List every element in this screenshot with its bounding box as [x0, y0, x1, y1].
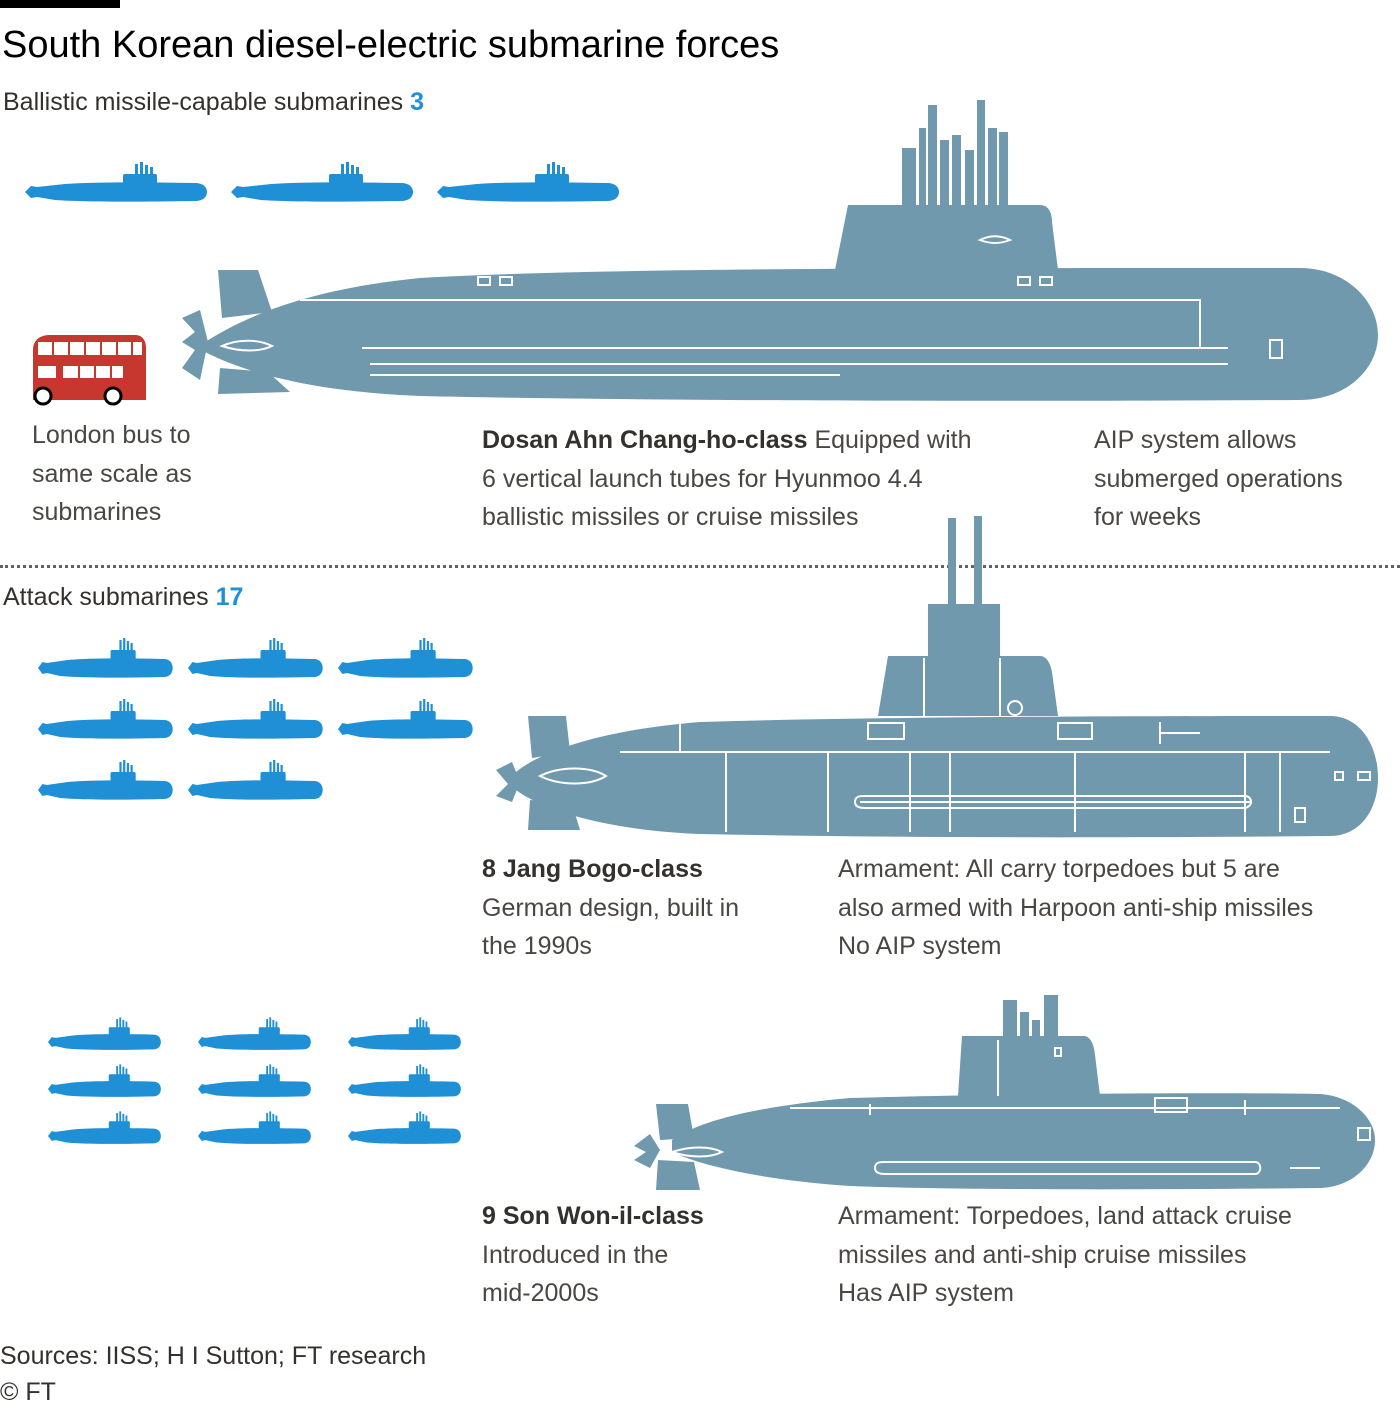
sources-text: Sources: IISS; H I Sutton; FT research	[0, 1342, 427, 1370]
footer: Sources: IISS; H I Sutton; FT research ©…	[0, 1338, 426, 1410]
son-won-il-submarine	[634, 995, 1375, 1190]
ballistic-count: 3	[410, 88, 425, 116]
dosan-caption: Dosan Ahn Chang-ho-class Equipped with 6…	[482, 421, 972, 537]
ballistic-section-label: Ballistic missile-capable submarines 3	[3, 88, 424, 117]
dosan-aip-line: submerged operations	[1094, 464, 1343, 493]
jang-bogo-class-name: 8 Jang Bogo-class	[482, 855, 703, 883]
son-won-il-caption: 9 Son Won-il-class Introduced in the mid…	[482, 1197, 704, 1313]
son-won-il-class-name: 9 Son Won-il-class	[482, 1202, 704, 1230]
dosan-class-name: Dosan Ahn Chang-ho-class	[482, 426, 808, 454]
son-won-il-icon	[348, 1017, 461, 1050]
london-bus-icon	[33, 335, 146, 406]
jang-bogo-desc-line: the 1990s	[482, 932, 592, 960]
dosan-ahn-chang-ho-submarine	[182, 100, 1378, 401]
jang-bogo-icons	[38, 638, 473, 800]
son-won-il-icon	[348, 1111, 461, 1144]
dosan-desc-line: ballistic missiles or cruise missiles	[482, 503, 859, 531]
bus-caption-line: London bus to	[32, 421, 191, 449]
son-won-il-armament: Armament: Torpedoes, land attack cruise …	[838, 1197, 1292, 1313]
ballistic-sub-icon	[231, 162, 413, 202]
chart-title: South Korean diesel-electric submarine f…	[2, 24, 780, 66]
copyright-text: © FT	[0, 1378, 56, 1406]
jang-bogo-armament-line: Armament: All carry torpedoes but 5 are	[838, 855, 1280, 883]
jang-bogo-icon	[38, 638, 173, 678]
jang-bogo-icon	[188, 638, 323, 678]
son-won-il-desc-line: Introduced in the	[482, 1240, 669, 1269]
dosan-desc-line: 6 vertical launch tubes for Hyunmoo 4.4	[482, 464, 923, 493]
son-won-il-armament-line: Has AIP system	[838, 1279, 1014, 1307]
jang-bogo-submarine	[496, 516, 1378, 838]
jang-bogo-caption: 8 Jang Bogo-class German design, built i…	[482, 850, 739, 966]
bus-caption-line: submarines	[32, 498, 162, 526]
attack-count: 17	[215, 583, 244, 611]
ft-top-bar	[0, 0, 120, 8]
bus-caption: London bus to same scale as submarines	[32, 416, 192, 532]
dosan-aip-line: for weeks	[1094, 503, 1201, 531]
jang-bogo-desc-line: German design, built in	[482, 893, 740, 922]
son-won-il-icon	[48, 1017, 161, 1050]
son-won-il-icons	[48, 1017, 461, 1144]
section-divider	[0, 565, 1400, 568]
jang-bogo-armament-line: also armed with Harpoon anti-ship missil…	[838, 893, 1314, 922]
son-won-il-icon	[348, 1064, 461, 1097]
dosan-aip-line: AIP system allows	[1094, 426, 1297, 454]
attack-label: Attack submarines	[3, 583, 209, 611]
jang-bogo-icon	[188, 760, 323, 800]
ballistic-label: Ballistic missile-capable submarines	[3, 88, 404, 116]
jang-bogo-icon	[338, 699, 473, 739]
jang-bogo-icon	[38, 760, 173, 800]
jang-bogo-armament: Armament: All carry torpedoes but 5 are …	[838, 850, 1313, 966]
jang-bogo-icon	[338, 638, 473, 678]
jang-bogo-armament-line: No AIP system	[838, 932, 1002, 960]
son-won-il-icon	[48, 1111, 161, 1144]
bus-caption-line: same scale as	[32, 459, 192, 488]
son-won-il-icon	[198, 1017, 311, 1050]
son-won-il-icon	[198, 1111, 311, 1144]
son-won-il-armament-line: Armament: Torpedoes, land attack cruise	[838, 1202, 1292, 1230]
son-won-il-icon	[198, 1064, 311, 1097]
ballistic-submarine-icons	[25, 162, 619, 202]
dosan-aip-caption: AIP system allows submerged operations f…	[1094, 421, 1343, 537]
son-won-il-icon	[48, 1064, 161, 1097]
jang-bogo-icon	[188, 699, 323, 739]
ballistic-sub-icon	[437, 162, 619, 202]
son-won-il-armament-line: missiles and anti-ship cruise missiles	[838, 1240, 1247, 1269]
ballistic-sub-icon	[25, 162, 207, 202]
dosan-desc-line: Equipped with	[807, 426, 972, 454]
jang-bogo-icon	[38, 699, 173, 739]
attack-section-label: Attack submarines 17	[3, 583, 243, 612]
son-won-il-desc-line: mid-2000s	[482, 1279, 599, 1307]
